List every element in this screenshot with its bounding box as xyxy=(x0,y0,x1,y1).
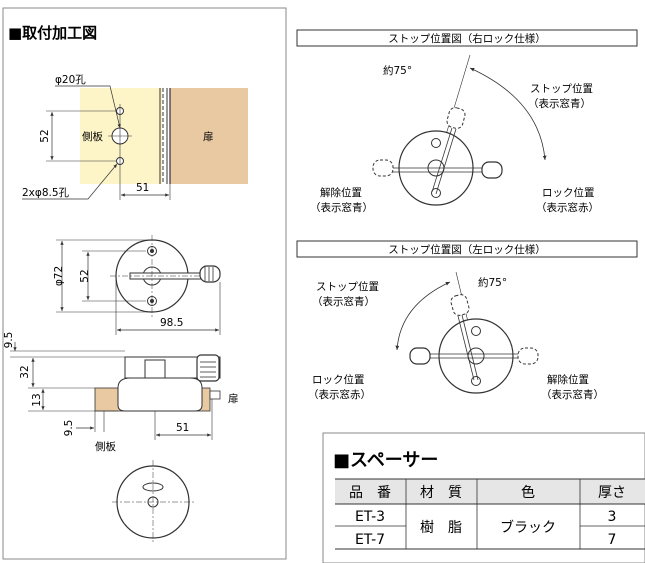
left-lock-release-2: （表示窓青） xyxy=(541,388,604,401)
cell-color: ブラック xyxy=(500,519,556,536)
left-panel-frame xyxy=(2,7,287,560)
left-lock-lock-1: ロック位置 xyxy=(312,373,365,386)
spacer-title: ■スペーサー xyxy=(333,450,438,471)
left-lock-title: ストップ位置図（左ロック仕様） xyxy=(388,243,546,256)
left-lock-stop-1: ストップ位置 xyxy=(316,280,379,293)
mounting-hole-view: φ20孔 側板 扉 52 2xφ8.5孔 51 xyxy=(22,73,248,200)
dim-52b: 52 xyxy=(79,269,91,282)
dim-9-5-bottom: 9.5 xyxy=(63,420,75,437)
door-label-side: 扉 xyxy=(228,392,239,405)
left-lock-diagram: ストップ位置図（左ロック仕様） 約75° ストップ位置 （表示窓青） ロック位置… xyxy=(296,240,638,401)
right-lock-diagram: ストップ位置図（右ロック仕様） 約75° ストップ位置 （表示窓青） 解除位置 … xyxy=(296,29,638,214)
dim-98-5: 98.5 xyxy=(160,317,183,329)
right-lock-lock-1: ロック位置 xyxy=(542,186,595,199)
device-side-view: 扉 9.5 32 13 9.5 側板 51 xyxy=(3,332,239,453)
side-plate-label-side: 側板 xyxy=(95,440,116,453)
header-thickness: 厚さ xyxy=(598,485,626,501)
dim-32: 32 xyxy=(19,365,31,378)
right-lock-stop-1: ストップ位置 xyxy=(530,82,593,95)
right-lock-stop-2: （表示窓青） xyxy=(528,97,591,110)
spacer-header-band xyxy=(335,479,645,504)
left-lock-stop-2: （表示窓青） xyxy=(312,295,375,308)
header-material: 材 質 xyxy=(420,485,462,501)
right-lock-angle: 約75° xyxy=(383,64,412,77)
section-title-mounting: ■取付加工図 xyxy=(8,24,97,42)
dim-51b: 51 xyxy=(176,422,189,434)
device-rear-view xyxy=(112,460,194,544)
cell-material: 樹 脂 xyxy=(420,520,462,536)
cell-part-et3: ET-3 xyxy=(355,509,385,525)
right-lock-title: ストップ位置図（右ロック仕様） xyxy=(388,32,546,45)
small-holes-label: 2xφ8.5孔 xyxy=(22,186,70,199)
door-label: 扉 xyxy=(203,130,214,143)
header-color: 色 xyxy=(521,484,535,501)
left-lock-release-1: 解除位置 xyxy=(547,373,589,386)
right-lock-lock-2: （表示窓赤） xyxy=(536,201,599,214)
side-plate-label: 側板 xyxy=(82,130,103,143)
dim-52: 52 xyxy=(39,129,51,142)
left-lock-lock-2: （表示窓赤） xyxy=(308,388,371,401)
right-lock-release-1: 解除位置 xyxy=(320,186,362,199)
hole-20-label: φ20孔 xyxy=(55,73,86,86)
cell-part-et7: ET-7 xyxy=(355,532,385,548)
header-part-number: 品 番 xyxy=(349,485,391,501)
dim-13: 13 xyxy=(31,393,43,406)
left-lock-angle: 約75° xyxy=(478,276,507,289)
device-front-view: φ72 52 98.5 xyxy=(53,235,221,335)
spacer-table: ■スペーサー 品 番 材 質 色 厚さ ET-3 ET-7 樹 脂 ブラック 3… xyxy=(322,432,645,563)
door-area xyxy=(170,88,248,184)
dim-51: 51 xyxy=(136,182,149,194)
left-lock-title-box xyxy=(296,240,638,258)
cell-thickness-7: 7 xyxy=(608,532,617,548)
right-lock-release-2: （表示窓青） xyxy=(310,201,373,214)
right-lock-title-box xyxy=(296,29,638,47)
cell-thickness-3: 3 xyxy=(608,509,617,525)
dim-phi72: φ72 xyxy=(53,266,65,286)
dim-9-5-top: 9.5 xyxy=(3,332,15,349)
